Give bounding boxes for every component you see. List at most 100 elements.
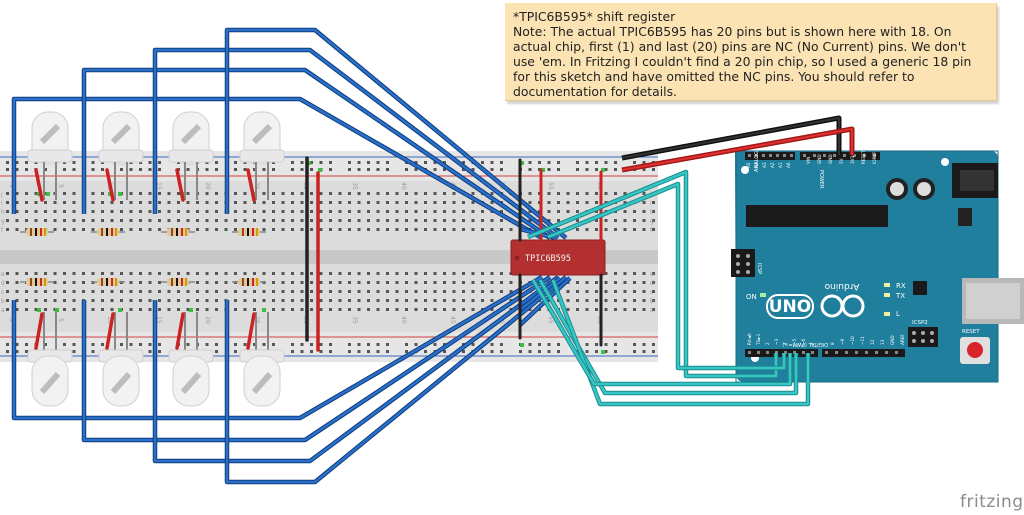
breadboard-hole (319, 210, 323, 213)
row-letter: f (650, 227, 653, 234)
breadboard-hole (395, 228, 399, 231)
breadboard-hole (281, 272, 285, 275)
breadboard-hole (490, 290, 494, 293)
breadboard-hole (452, 192, 456, 195)
breadboard-hole (595, 201, 598, 204)
breadboard-hole (91, 219, 95, 222)
breadboard-hole (167, 290, 171, 293)
breadboard-hole (6, 281, 9, 284)
cyan-wire (547, 182, 786, 370)
breadboard-hole (376, 272, 380, 275)
rail-hole (25, 350, 28, 353)
arduino-infinity-logo (820, 294, 865, 318)
rail-hole (405, 350, 408, 353)
pin-label: IOREF (872, 151, 877, 164)
breadboard-hole (215, 192, 218, 195)
breadboard-hole (224, 219, 228, 222)
resistor-band (185, 228, 187, 236)
breadboard-hole (319, 299, 323, 302)
breadboard-hole (338, 290, 342, 293)
breadboard-hole (614, 281, 617, 284)
resistor-band (256, 228, 258, 236)
led (27, 111, 73, 200)
breadboard-hole (139, 272, 142, 275)
breadboard-hole (44, 192, 47, 195)
breadboard-hole (557, 210, 560, 213)
connected-hole (118, 308, 122, 312)
breadboard-hole (367, 281, 370, 284)
rail-jumpers (305, 156, 603, 352)
connected-hole (262, 308, 266, 312)
reset-button[interactable] (960, 337, 990, 364)
rail-hole (652, 168, 655, 171)
breadboard-hole (357, 210, 361, 213)
header-pin (802, 351, 805, 354)
led-die (110, 123, 132, 145)
breadboard-hole (405, 210, 408, 213)
header-pin (803, 154, 806, 157)
breadboard-hole (452, 210, 456, 213)
breadboard-hole (139, 192, 142, 195)
breadboard-hole (642, 192, 646, 195)
red-jumper (34, 168, 44, 202)
row-letter: d (1, 280, 5, 287)
breadboard-hole (262, 228, 266, 231)
header-pin (775, 351, 778, 354)
rail-hole (557, 343, 560, 346)
breadboard-hole (566, 192, 570, 195)
rail-hole (72, 161, 76, 164)
breadboard-hole (186, 201, 190, 204)
breadboard-hole (642, 210, 646, 213)
breadboard-hole (462, 299, 465, 302)
breadboard-hole (129, 219, 133, 222)
breadboard-hole (576, 299, 579, 302)
breadboard-hole (15, 219, 19, 222)
breadboard-hole (528, 308, 532, 311)
breadboard-hole (604, 281, 608, 284)
breadboard-hole (300, 210, 304, 213)
breadboard-hole (63, 192, 66, 195)
pin-label: A0 (786, 162, 791, 168)
red-jumper (175, 312, 185, 350)
breadboard-hole (82, 290, 85, 293)
breadboard-hole (291, 272, 294, 275)
header-pins (748, 154, 898, 354)
breadboard-hole (405, 201, 408, 204)
breadboard-hole (443, 272, 446, 275)
shift-register-chip[interactable]: TPIC6B595 (510, 239, 606, 276)
breadboard-hole (25, 290, 28, 293)
column-number: 40 (400, 316, 407, 324)
breadboard-hole (196, 299, 199, 302)
breadboard-hole (44, 219, 47, 222)
pin-label: GND (828, 154, 833, 164)
analog-label: ANALOG IN (754, 144, 760, 172)
breadboard-hole (633, 308, 636, 311)
breadboard-hole (329, 299, 332, 302)
blue-wire (82, 275, 551, 442)
rail-hole (500, 168, 503, 171)
breadboard-hole (196, 228, 199, 231)
breadboard-hole (329, 228, 332, 231)
breadboard-hole (53, 228, 57, 231)
breadboard-hole (101, 192, 104, 195)
breadboard-hole (566, 299, 570, 302)
breadboard-hole (395, 299, 399, 302)
breadboard-hole (509, 290, 513, 293)
rail-hole (652, 350, 655, 353)
rail-hole (234, 343, 237, 346)
breadboard-hole (367, 299, 370, 302)
breadboard-hole (452, 308, 456, 311)
row-letter: d (650, 280, 654, 287)
breadboard-hole (329, 281, 332, 284)
breadboard-hole (367, 272, 370, 275)
breadboard-hole (614, 272, 617, 275)
breadboard-hole (25, 201, 28, 204)
breadboard-hole (243, 290, 247, 293)
led (239, 111, 285, 200)
breadboard-hole (547, 192, 551, 195)
arduino-uno-board: UNO Arduino ON TX RX L ICSP ICSP2 RESET … (731, 144, 1024, 383)
breadboard-hole (424, 201, 427, 204)
breadboard-hole (186, 290, 190, 293)
breadboard-hole (139, 210, 142, 213)
header-pin (843, 154, 846, 157)
